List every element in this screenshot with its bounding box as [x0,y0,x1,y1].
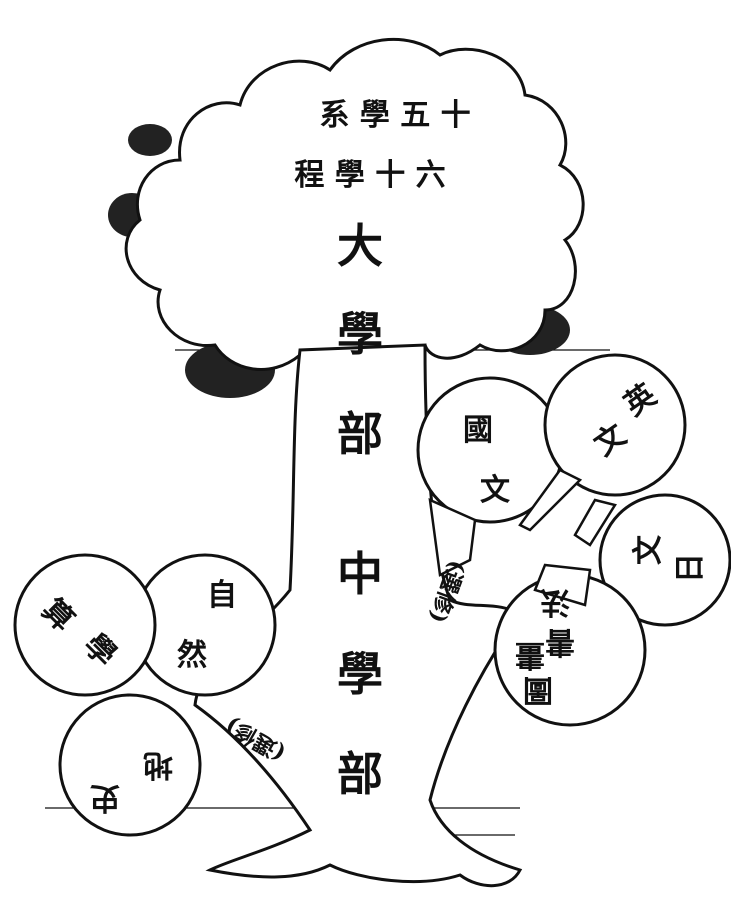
guowen-char: 文 [480,473,510,508]
trunk-char: 學 [337,647,383,701]
lishi-char: 地 [143,747,173,782]
tushuhua-char: 圖 [523,672,553,707]
left-branch-cluster [13,553,277,837]
right-branch-gaps [428,468,617,607]
suanxue-bubble [13,553,157,697]
tushuhua-char: 法 [540,584,570,619]
trunk-char: 部 [337,747,383,801]
yingwen-bubble [543,353,687,497]
trunk-char: 學 [337,307,383,361]
crown-line2: 程 學 十 六 [294,158,445,193]
tree-crown [124,37,585,371]
lishi-bubble [58,693,202,837]
riwen-char: 日 [673,553,708,583]
guowen-char: 國 [463,413,493,448]
riwen-char: 文 [631,535,666,565]
riwen-bubble [598,493,731,627]
tushuhua-char: 書 [545,624,575,659]
trunk-char: 部 [337,407,383,461]
ziran-char: 然 [177,638,207,673]
right-branch-cluster [416,353,731,727]
trunk-char: 中 [337,547,383,601]
ziran-char: 自 [207,578,237,613]
trunk-char: 大 [337,219,383,273]
lishi-char: 史 [90,780,120,815]
tushuhua-char: 畫 [515,637,545,672]
crown-line1: 系 學 五 十 [319,98,470,133]
